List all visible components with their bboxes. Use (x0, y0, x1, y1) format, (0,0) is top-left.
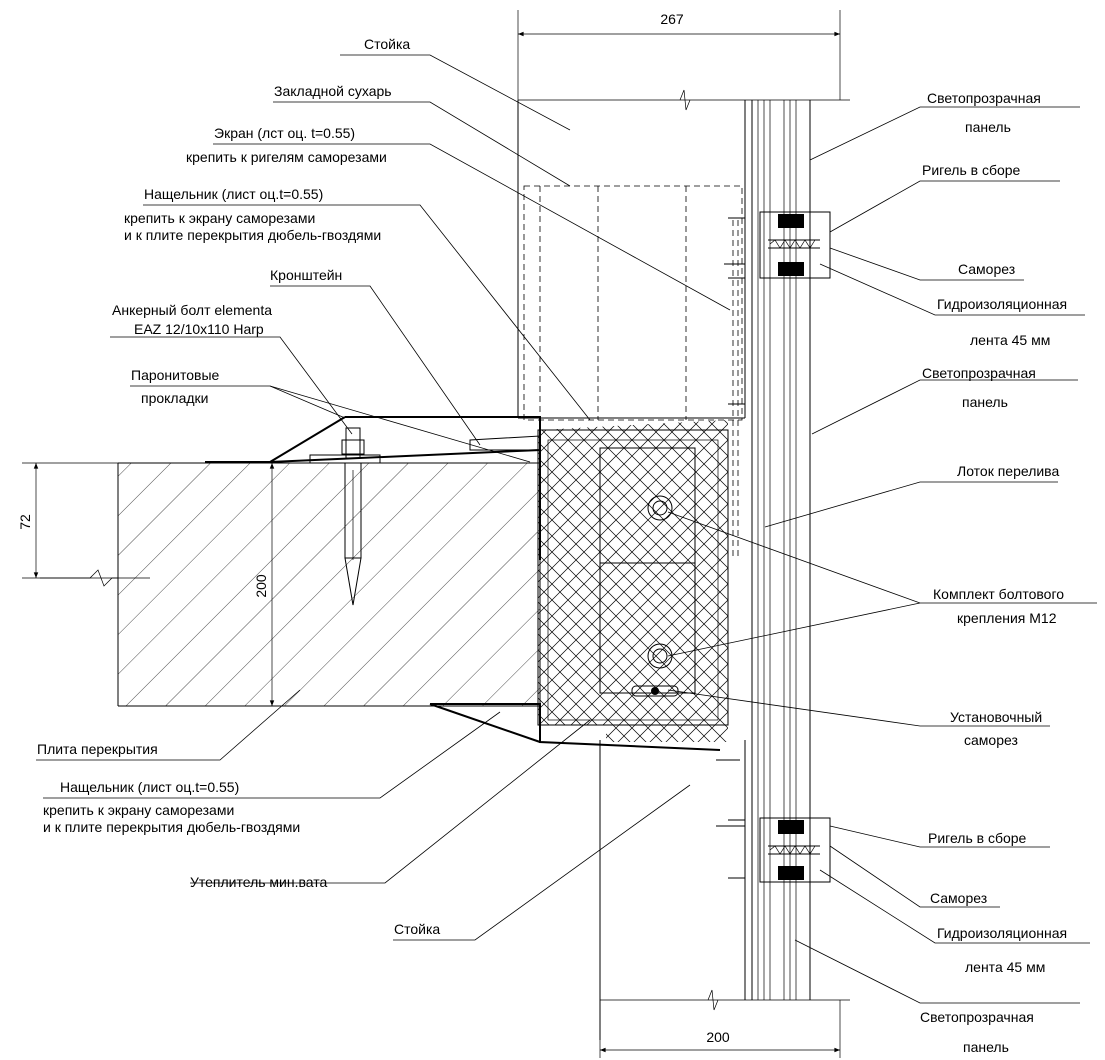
label-nasch-top-3: и к плите перекрытия дюбель-гвоздями (124, 227, 381, 243)
transom-top (724, 211, 831, 405)
label-plita: Плита перекрытия (37, 741, 158, 757)
mullion-bottom (599, 740, 850, 1040)
label-rigel-1: Ригель в сборе (922, 162, 1021, 178)
dim-bottom-width: 200 (599, 1000, 841, 1058)
anchor-bolt (309, 427, 381, 606)
label-samorez-1: Саморез (958, 261, 1015, 277)
label-ustanov-b: саморез (964, 732, 1018, 748)
labels-left: Стойка Закладной сухарь Экран (лст оц. t… (37, 36, 440, 937)
label-svet-2-b: панель (962, 394, 1008, 410)
label-nasch-top-2: крепить к экрану саморезами (124, 210, 315, 226)
label-samorez-2: Саморез (930, 890, 987, 906)
dim-slab-height: 200 (253, 463, 275, 707)
mullion-top (517, 89, 850, 421)
label-ankernyi-1: Анкерный болт elementa (112, 302, 272, 318)
floor-slab (40, 462, 541, 707)
label-gidro-1-b: лента 45 мм (970, 332, 1050, 348)
label-komplekt-a: Комплект болтового (933, 586, 1064, 602)
label-komplekt-b: крепления М12 (957, 610, 1057, 626)
label-zakladnoy: Закладной сухарь (274, 83, 392, 99)
label-ekran-1: Экран (лст оц. t=0.55) (214, 125, 355, 141)
label-nasch-bot-3: и к плите перекрытия дюбель-гвоздями (43, 819, 300, 835)
label-stoyka-bot: Стойка (394, 921, 440, 937)
mineral-wool-insulation (537, 420, 729, 742)
label-uteplitel: Утеплитель мин.вата (190, 874, 328, 890)
label-ustanov-a: Установочный (950, 709, 1042, 725)
label-ekran-2: крепить к ригелям саморезами (186, 149, 387, 165)
label-nasch-bot-1: Нащельник (лист оц.t=0.55) (60, 779, 239, 795)
dim-left-small-value: 72 (17, 514, 33, 530)
label-ankernyi-2: EAZ 12/10x110 Harp (134, 321, 264, 337)
label-kronshteyn: Кронштейн (270, 267, 342, 283)
dim-bottom-width-value: 200 (706, 1029, 730, 1045)
label-gidro-1-a: Гидроизоляционная (937, 296, 1067, 312)
dim-top-width-value: 267 (660, 11, 684, 27)
label-rigel-2: Ригель в сборе (928, 830, 1027, 846)
label-paronit-2: прокладки (141, 390, 209, 406)
label-nasch-top-1: Нащельник (лист оц.t=0.55) (144, 186, 323, 202)
label-gidro-2-b: лента 45 мм (965, 959, 1045, 975)
leader-lines (36, 54, 1097, 1004)
dim-left-small: 72 (17, 462, 118, 579)
glazing-panel-lines (732, 100, 811, 1000)
dim-top-width: 267 (517, 10, 841, 100)
label-svet-3-a: Светопрозрачная (920, 1009, 1034, 1025)
labels-right: Светопрозрачная панель Ригель в сборе Са… (920, 90, 1067, 1055)
label-gidro-2-a: Гидроизоляционная (937, 925, 1067, 941)
label-lotok: Лоток перелива (957, 463, 1059, 479)
bolt-set-m12 (647, 495, 673, 669)
setting-screw (631, 685, 679, 697)
label-nasch-bot-2: крепить к экрану саморезами (43, 802, 234, 818)
label-svet-3-b: панель (963, 1039, 1009, 1055)
transom-bottom (716, 759, 831, 883)
label-paronit-1: Паронитовые (131, 367, 220, 383)
label-svet-1-a: Светопрозрачная (927, 90, 1041, 106)
label-svet-2-a: Светопрозрачная (922, 365, 1036, 381)
label-stoyka-top: Стойка (364, 36, 410, 52)
dim-slab-height-value: 200 (253, 574, 269, 598)
label-svet-1-b: панель (965, 119, 1011, 135)
